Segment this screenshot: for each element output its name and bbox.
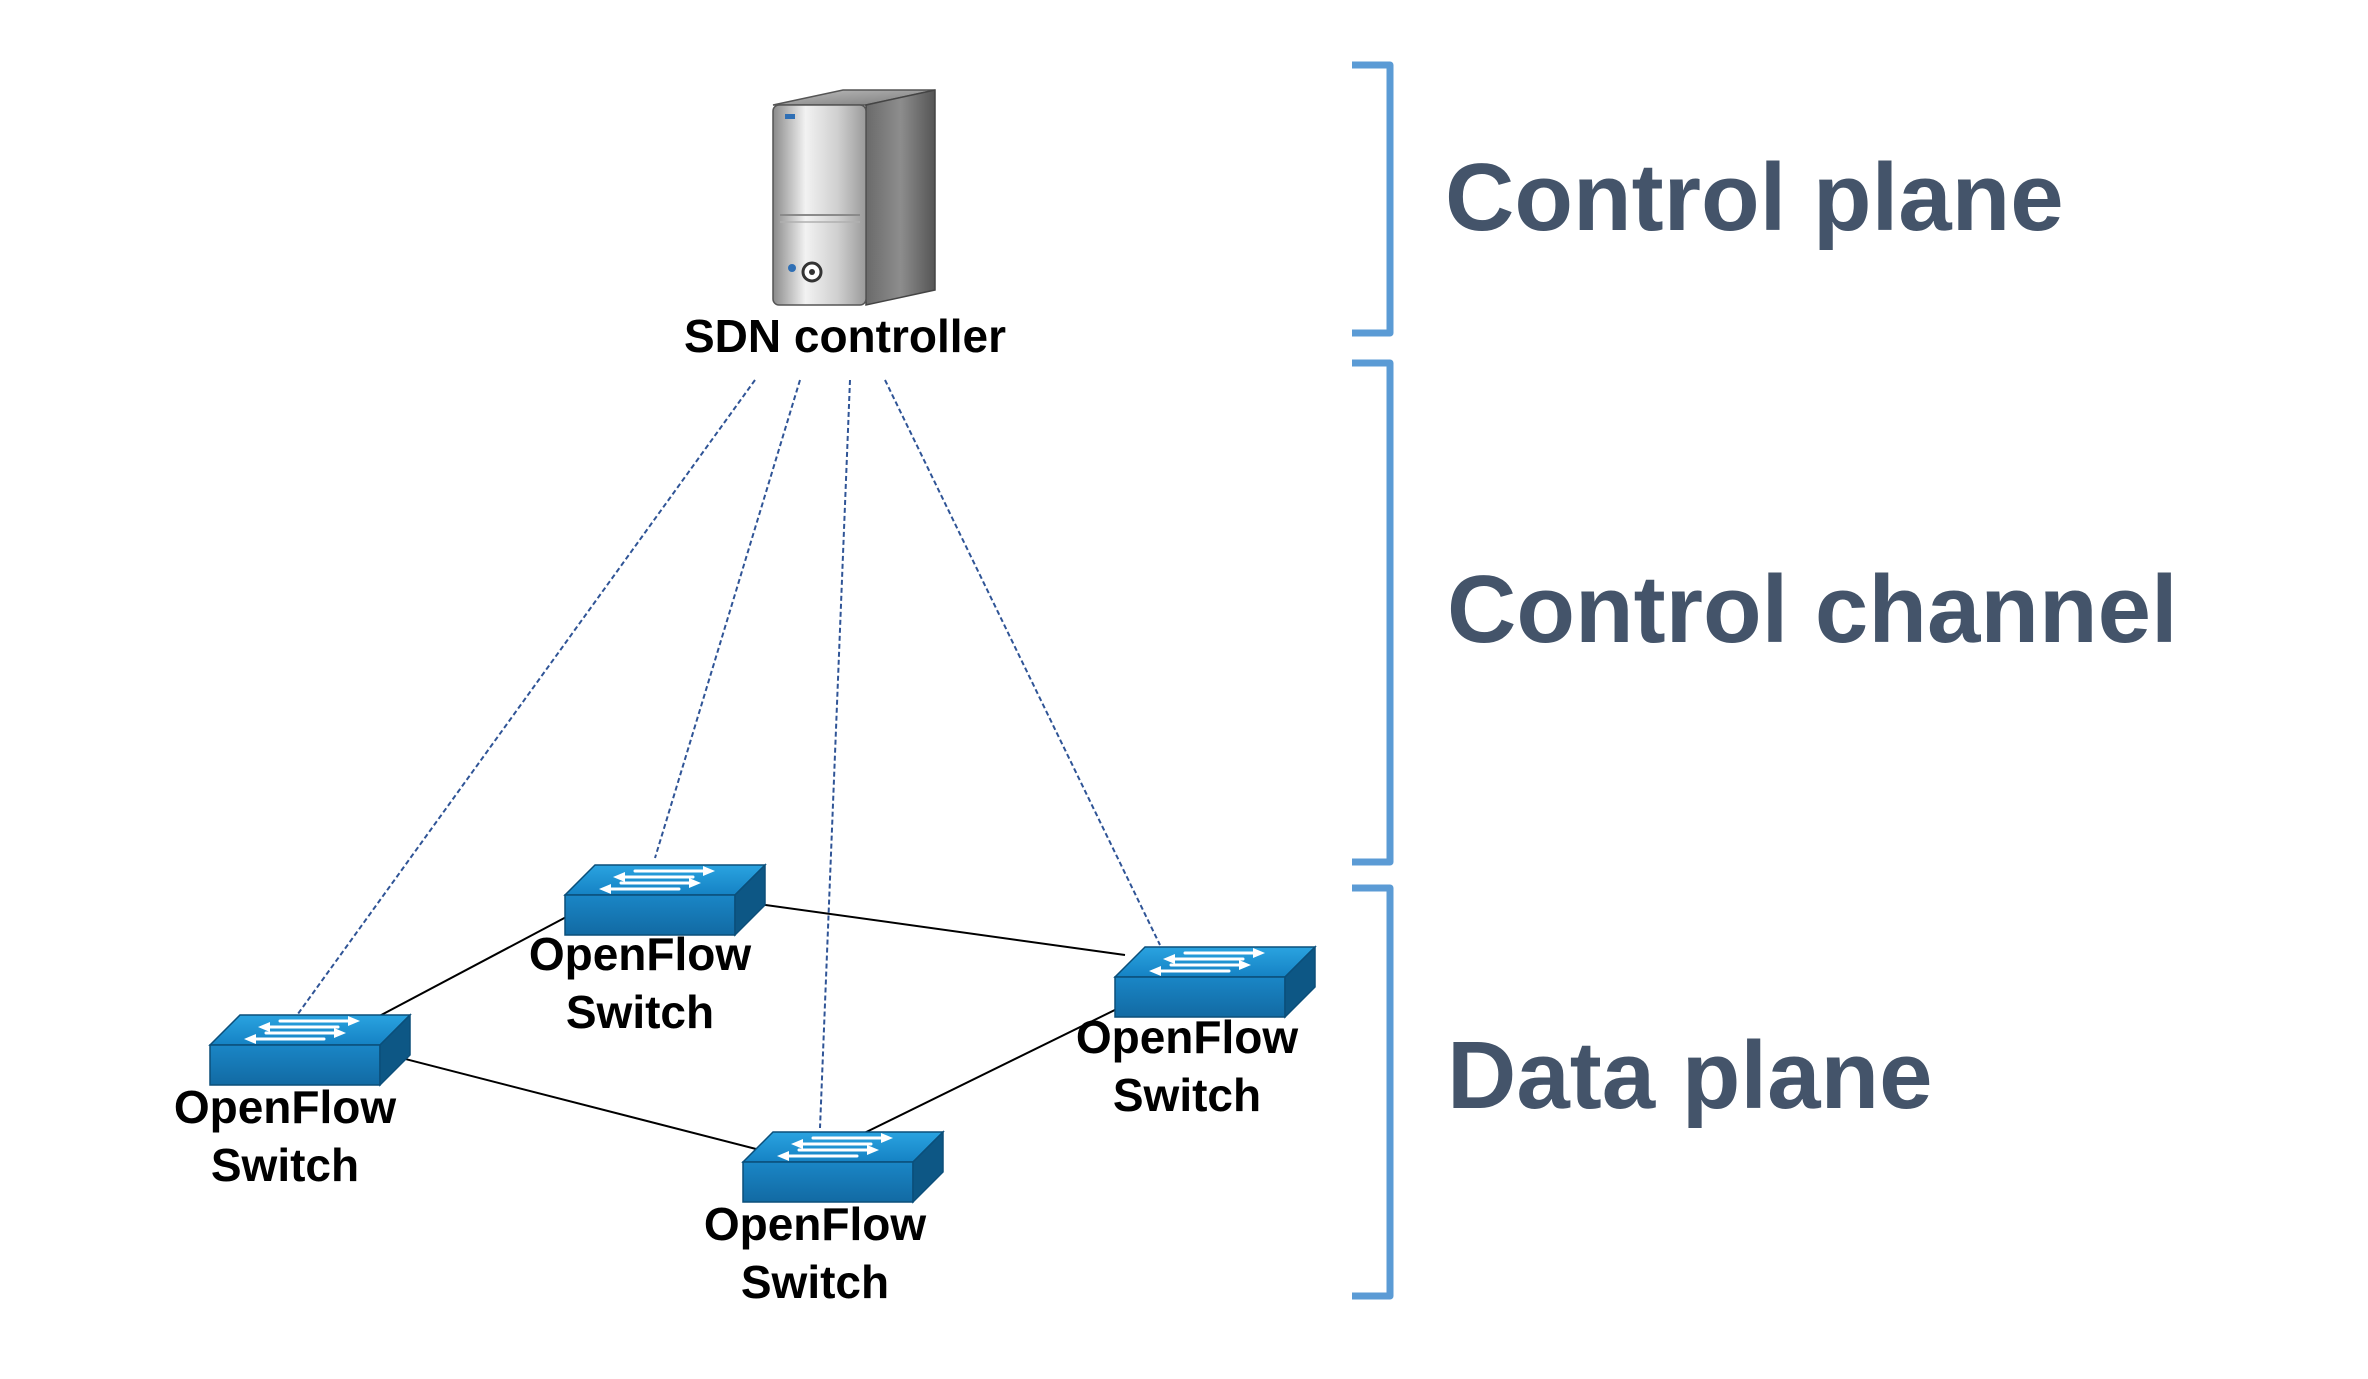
plane-brackets [1352, 61, 1394, 1300]
data-link [377, 1051, 761, 1151]
bracket-data-plane [1352, 884, 1394, 1300]
data-link [849, 1004, 1126, 1141]
data-link [367, 914, 571, 1023]
switch-node: OpenFlow Switch [1076, 945, 1317, 1121]
switch-node: OpenFlow Switch [704, 1130, 945, 1308]
label-control-plane: Control plane [1445, 144, 2064, 251]
switch-icon [208, 1013, 412, 1087]
switch-label-line2: Switch [566, 986, 714, 1038]
data-link [729, 899, 1126, 956]
bracket-control-channel [1352, 359, 1394, 866]
switch-label-line2: Switch [1113, 1069, 1261, 1121]
switch-label-line1: OpenFlow [1076, 1011, 1299, 1063]
control-link [884, 379, 1161, 946]
switch-label-line2: Switch [741, 1256, 889, 1308]
data-plane-links [367, 899, 1126, 1151]
switch-node: OpenFlow Switch [174, 1013, 412, 1191]
label-control-channel: Control channel [1447, 556, 2178, 663]
control-link [654, 379, 801, 859]
switch-label-line1: OpenFlow [529, 928, 752, 980]
switch-node: OpenFlow Switch [529, 863, 767, 1038]
controller-label: SDN controller [684, 310, 1006, 362]
switch-icon [563, 863, 767, 937]
server-icon [772, 89, 936, 306]
control-link [294, 379, 756, 1019]
switch-icon [741, 1130, 945, 1204]
switch-label-line2: Switch [211, 1139, 359, 1191]
control-channel-links [294, 379, 1161, 1129]
label-data-plane: Data plane [1447, 1022, 1932, 1129]
control-link [819, 379, 851, 1129]
switch-label-line1: OpenFlow [174, 1081, 397, 1133]
bracket-control-plane [1352, 61, 1394, 337]
switch-icon [1113, 945, 1317, 1019]
switch-label-line1: OpenFlow [704, 1198, 927, 1250]
